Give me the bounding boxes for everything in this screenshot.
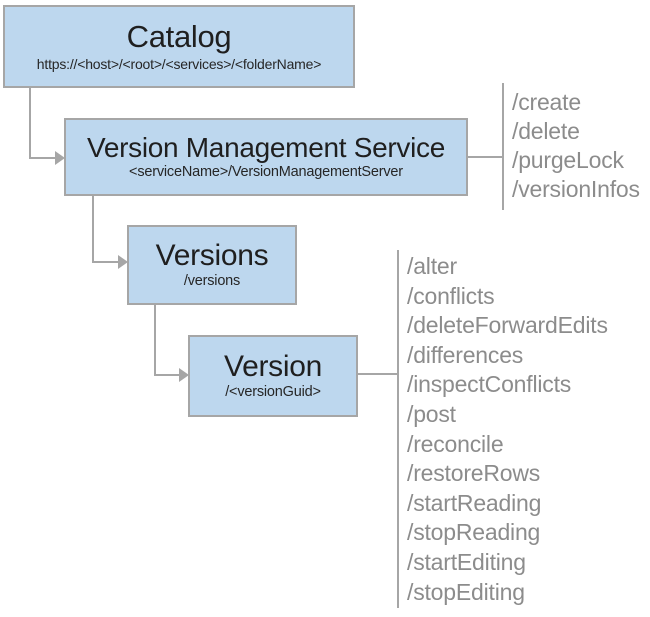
- catalog-node-title: Catalog: [126, 19, 232, 55]
- catalog-node: Catalog https://<host>/<root>/<services>…: [3, 5, 355, 88]
- operation-label: /inspectConflicts: [407, 371, 572, 398]
- connector-catalog-vms-vertical: [29, 88, 31, 159]
- connector-vms-versions-vertical: [92, 196, 94, 263]
- operation-label: /conflicts: [407, 282, 495, 309]
- connector-vms-versions-horizontal: [92, 261, 119, 263]
- version-management-service-node: Version Management Service <serviceName>…: [64, 118, 468, 196]
- operation-label: /versionInfos: [512, 176, 640, 202]
- version-node: Version /<versionGuid>: [188, 335, 358, 417]
- arrowhead-icon: [55, 151, 65, 165]
- version-operations-list: /alter/conflicts/deleteForwardEdits/diff…: [407, 252, 608, 607]
- operation-label: /stopReading: [407, 519, 541, 546]
- operation-label: /create: [512, 89, 581, 115]
- operation-label: /purgeLock: [512, 147, 624, 173]
- vms-operations-list: /create/delete/purgeLock/versionInfos: [512, 88, 640, 204]
- arrowhead-icon: [179, 368, 189, 382]
- version-node-subtitle: /<versionGuid>: [225, 384, 321, 401]
- versions-node-subtitle: /versions: [183, 273, 241, 290]
- connector-vms-ops-horizontal: [468, 156, 503, 158]
- operation-label: /restoreRows: [407, 460, 541, 487]
- catalog-node-subtitle: https://<host>/<root>/<services>/<folder…: [36, 55, 322, 72]
- operation-label: /stopEditing: [407, 578, 525, 605]
- vms-ops-bracket-line: [502, 83, 504, 210]
- connector-version-ops-horizontal: [358, 373, 398, 375]
- operation-label: /alter: [407, 253, 457, 279]
- operation-label: /delete: [512, 118, 580, 144]
- version-ops-bracket-line: [397, 250, 399, 608]
- connector-catalog-vms-horizontal: [29, 157, 56, 159]
- operation-label: /deleteForwardEdits: [407, 312, 608, 339]
- connector-versions-version-horizontal: [154, 374, 180, 376]
- version-node-title: Version: [224, 349, 322, 383]
- versions-node: Versions /versions: [127, 225, 297, 305]
- operation-label: /startEditing: [407, 548, 526, 575]
- arrowhead-icon: [118, 255, 128, 269]
- versions-node-title: Versions: [155, 238, 269, 272]
- operation-label: /post: [407, 400, 456, 427]
- operation-label: /startReading: [407, 489, 542, 516]
- operation-label: /differences: [407, 341, 524, 368]
- vms-node-title: Version Management Service: [87, 131, 445, 163]
- connector-versions-version-vertical: [154, 305, 156, 376]
- vms-node-subtitle: <serviceName>/VersionManagementServer: [129, 164, 403, 181]
- operation-label: /reconcile: [407, 430, 504, 457]
